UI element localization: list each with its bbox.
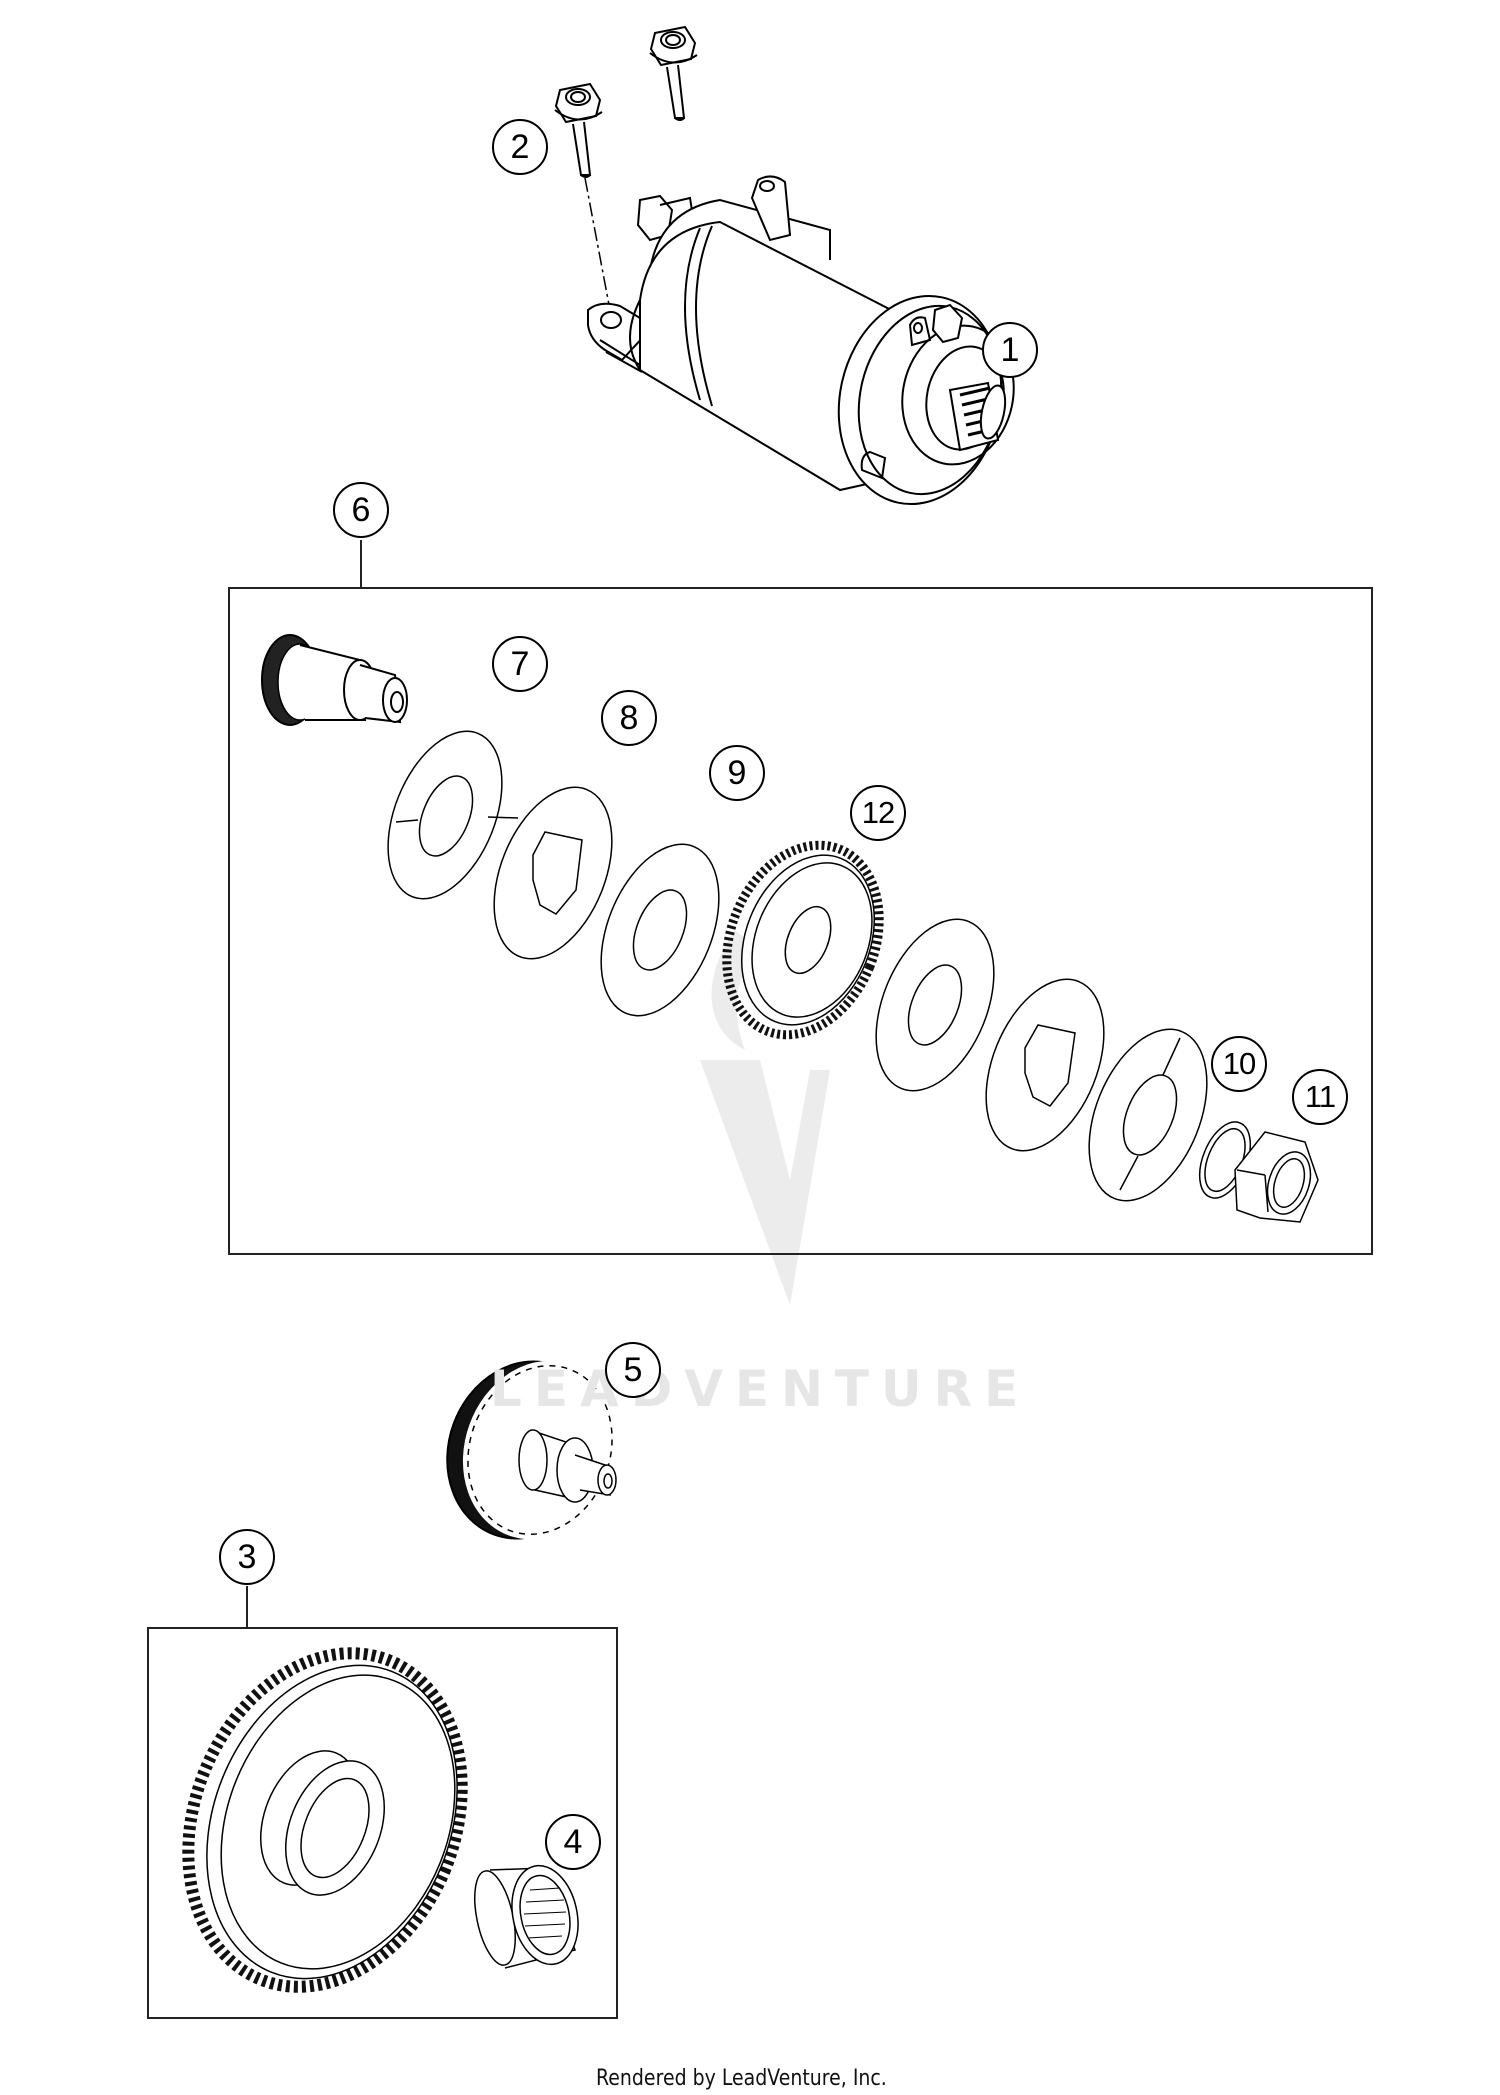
callout-3[interactable]: 3: [219, 1529, 275, 1585]
callout-9[interactable]: 9: [709, 745, 765, 801]
callout-10[interactable]: 10: [1211, 1036, 1267, 1092]
callout-11[interactable]: 11: [1292, 1069, 1348, 1125]
callout-7[interactable]: 7: [492, 636, 548, 692]
bolt-right: [649, 25, 698, 121]
callout-5[interactable]: 5: [605, 1342, 661, 1398]
starter-motor: [587, 175, 1015, 506]
needle-bearing: [474, 1864, 579, 1969]
washer-plain-2: [875, 918, 995, 1092]
split-washer: [387, 730, 519, 900]
footer-credit: Rendered by LeadVenture, Inc.: [596, 2066, 887, 2091]
callout-1[interactable]: 1: [982, 322, 1038, 378]
callout-12[interactable]: 12: [850, 785, 906, 841]
callout-6[interactable]: 6: [333, 482, 389, 538]
starter-pinion: [261, 634, 408, 726]
washer: [600, 843, 720, 1017]
callout-4[interactable]: 4: [545, 1814, 601, 1870]
watermark-text: LEADVENTURE: [490, 1360, 1031, 1418]
bolt-alignment-line: [584, 177, 611, 311]
ring-gear: [722, 840, 884, 1040]
leader-line-6: [360, 540, 362, 588]
callout-2[interactable]: 2: [492, 119, 548, 175]
keyed-washer: [493, 786, 613, 960]
split-washer-2: [1088, 1028, 1208, 1202]
intermediate-gear: [446, 1360, 618, 1540]
leader-line-3: [246, 1586, 248, 1628]
hex-nut: [1234, 1131, 1319, 1223]
idler-gear: [182, 1647, 468, 1993]
bolt-left: [554, 82, 603, 178]
group-box-6: [228, 587, 1373, 1255]
keyed-washer-2: [985, 978, 1105, 1152]
callout-8[interactable]: 8: [601, 690, 657, 746]
group-box-3: [147, 1627, 618, 2019]
